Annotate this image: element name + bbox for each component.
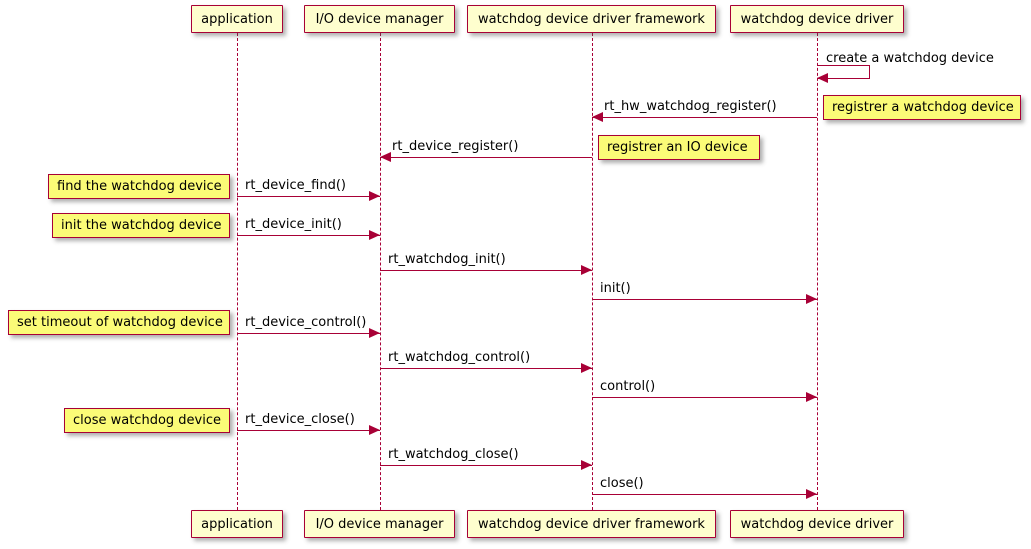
message-label-close: close(): [600, 476, 644, 491]
note-text: registrer a watchdog device: [832, 100, 1014, 115]
message-line-rt-watchdog-init: [380, 270, 592, 271]
lifeline-watchdog-framework: [592, 33, 593, 510]
message-line-rt-watchdog-close: [380, 465, 592, 466]
participant-label: application: [201, 516, 273, 532]
lifeline-watchdog-driver: [817, 33, 818, 510]
participant-label: watchdog device driver: [740, 516, 894, 532]
message-label-rt-watchdog-control: rt_watchdog_control(): [388, 350, 531, 365]
arrowhead-rt-watchdog-close: [581, 460, 592, 470]
note-text: find the watchdog device: [57, 179, 222, 194]
note-init-the-watchdog-device: init the watchdog device: [52, 213, 230, 238]
message-line-rt-hw-watchdog-register: [592, 117, 817, 118]
message-line-rt-device-init: [237, 235, 380, 236]
participant-label: watchdog device driver framework: [478, 516, 705, 532]
note-set-timeout-of-watchdog-device: set timeout of watchdog device: [8, 310, 230, 335]
note-find-the-watchdog-device: find the watchdog device: [48, 174, 230, 199]
participant-footer-io-device-manager[interactable]: I/O device manager: [304, 510, 455, 538]
self-message-create-a-watchdog-device: [817, 65, 870, 79]
lifeline-application: [237, 33, 238, 510]
message-label-rt-device-control: rt_device_control(): [245, 315, 367, 330]
message-line-control: [592, 397, 817, 398]
message-label-rt-device-init: rt_device_init(): [245, 217, 342, 232]
participant-label: watchdog device driver framework: [478, 11, 705, 27]
message-line-rt-device-close: [237, 430, 380, 431]
arrowhead-rt-hw-watchdog-register: [592, 112, 603, 122]
message-label-rt-hw-watchdog-register: rt_hw_watchdog_register(): [604, 99, 777, 114]
arrowhead-rt-device-close: [369, 425, 380, 435]
arrowhead-init: [806, 294, 817, 304]
participant-label: I/O device manager: [315, 516, 444, 532]
participant-label: application: [201, 11, 273, 27]
participant-label: I/O device manager: [315, 11, 444, 27]
participant-footer-application[interactable]: application: [191, 510, 283, 538]
message-label-rt-device-close: rt_device_close(): [245, 412, 355, 427]
arrowhead-create-a-watchdog-device: [817, 73, 828, 83]
arrowhead-rt-device-init: [369, 230, 380, 240]
lifeline-io-device-manager: [380, 33, 381, 510]
arrowhead-control: [806, 392, 817, 402]
message-line-rt-watchdog-control: [380, 368, 592, 369]
message-line-rt-device-control: [237, 333, 380, 334]
message-label-init: init(): [600, 281, 631, 296]
note-text: init the watchdog device: [61, 218, 222, 233]
note-text: registrer an IO device: [607, 140, 748, 155]
note-fold-inner: [749, 136, 759, 146]
note-fold-inner: [1010, 96, 1020, 106]
message-label-rt-watchdog-init: rt_watchdog_init(): [388, 252, 506, 267]
message-label-rt-watchdog-close: rt_watchdog_close(): [388, 447, 519, 462]
participant-header-watchdog-driver[interactable]: watchdog device driver: [730, 5, 904, 33]
arrowhead-rt-device-control: [369, 328, 380, 338]
message-label-create-a-watchdog-device: create a watchdog device: [826, 51, 994, 66]
participant-footer-watchdog-driver[interactable]: watchdog device driver: [730, 510, 904, 538]
note-fold-inner: [219, 311, 229, 321]
arrowhead-rt-device-register: [380, 152, 391, 162]
message-label-rt-device-find: rt_device_find(): [245, 178, 346, 193]
message-line-close: [592, 494, 817, 495]
message-label-control: control(): [600, 379, 656, 394]
message-label-rt-device-register: rt_device_register(): [392, 139, 519, 154]
note-text: set timeout of watchdog device: [17, 315, 223, 330]
note-close-watchdog-device: close watchdog device: [64, 408, 230, 433]
arrowhead-rt-watchdog-control: [581, 363, 592, 373]
message-line-rt-device-find: [237, 196, 380, 197]
participant-footer-watchdog-framework[interactable]: watchdog device driver framework: [467, 510, 716, 538]
participant-header-watchdog-framework[interactable]: watchdog device driver framework: [467, 5, 716, 33]
arrowhead-rt-device-find: [369, 191, 380, 201]
note-registrer-a-watchdog-device: registrer a watchdog device: [823, 95, 1021, 120]
note-registrer-an-io-device: registrer an IO device: [598, 135, 760, 160]
message-line-rt-device-register: [380, 157, 592, 158]
arrowhead-close: [806, 489, 817, 499]
note-fold-inner: [219, 214, 229, 224]
participant-label: watchdog device driver: [740, 11, 894, 27]
note-text: close watchdog device: [73, 413, 221, 428]
arrowhead-rt-watchdog-init: [581, 265, 592, 275]
participant-header-application[interactable]: application: [191, 5, 283, 33]
note-fold-inner: [219, 175, 229, 185]
message-line-init: [592, 299, 817, 300]
note-fold-inner: [219, 409, 229, 419]
participant-header-io-device-manager[interactable]: I/O device manager: [304, 5, 455, 33]
